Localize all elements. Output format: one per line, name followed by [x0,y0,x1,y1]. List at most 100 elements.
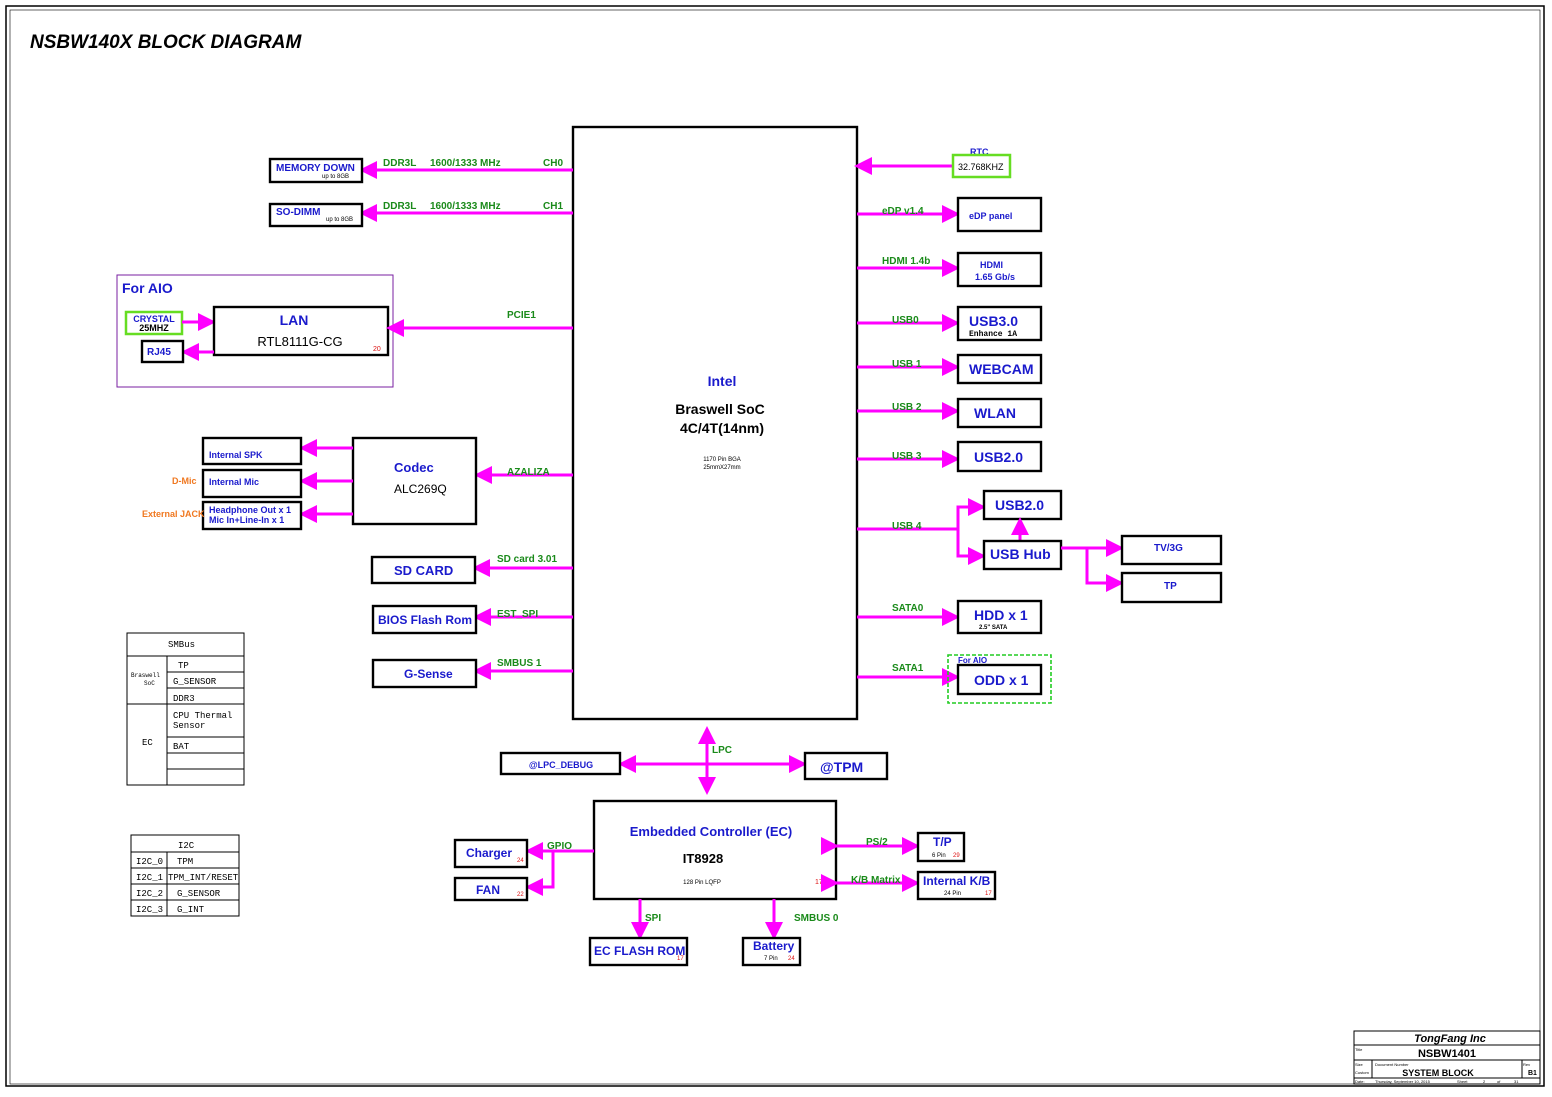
ch0-label: CH0 [543,158,563,169]
soc-package: 1170 Pin BGA [703,457,741,463]
kb-matrix-label: K/B Matrix [851,875,901,886]
hdmi-label: HDMI [980,260,1003,270]
usb30-label: USB3.0 [969,313,1018,329]
bios-rom-label: BIOS Flash Rom [378,613,472,627]
hdmi-box [956,251,1043,288]
tp-ec-box [916,831,966,863]
sodimm-sub: up to 8GB [326,217,353,223]
usb20b-label: USB2.0 [995,497,1044,513]
ec-flash-box [588,936,689,967]
dmic-note: D-Mic [172,476,197,486]
hdmi-bus-label: HDMI 1.4b [882,256,930,267]
headphone-label: Headphone Out x 1 [209,505,291,515]
date-label: Date: [1355,1079,1365,1084]
hdmi-rate: 1.65 Gb/s [975,272,1015,282]
smbus-owner-braswell: Braswell [131,672,160,679]
doc-title: NSBW1401 [1418,1048,1476,1060]
ec-chip: IT8928 [683,851,723,866]
tp-label: TP [1164,581,1177,592]
soc-cores: 4C/4T(14nm) [680,420,764,436]
rj45-box [140,339,185,364]
hdd-label: HDD x 1 [974,607,1028,623]
spi-ec-label: SPI [645,913,661,924]
internal-kb-box [916,870,997,901]
company-name: TongFang Inc [1414,1033,1486,1045]
tv3g-box [1120,534,1223,566]
smbus-row-sensor: Sensor [173,721,205,731]
hub-to-tp [1061,546,1124,592]
rj45-label: RJ45 [147,347,171,358]
gpio-label: GPIO [547,841,572,852]
pcie1-label: PCIE1 [507,310,536,321]
gsense-label: G-Sense [404,667,453,681]
usb0-label: USB0 [892,315,919,326]
smbus-table [126,632,245,786]
sata0-label: SATA0 [892,603,924,614]
battery-label: Battery [753,939,795,953]
ch1-bus-type: DDR3L [383,201,416,212]
gpio-to-fan [525,849,594,896]
soc-vendor: Intel [708,373,737,389]
odd-label: ODD x 1 [974,672,1029,688]
smbus0-label: SMBUS 0 [794,913,839,924]
tpm-label: @TPM [820,759,863,775]
ch0-bus-type: DDR3L [383,158,416,169]
i2c-row-0-dev: TPM [177,857,193,867]
lpc-debug-box [499,751,622,776]
sodimm-box [268,202,364,228]
soc-package-size: 25mmX27mm [703,465,740,471]
battery-box [741,936,802,967]
ec-flash-label: EC FLASH ROM [594,944,685,958]
wlan-box [956,397,1043,429]
gsense-box [371,658,478,689]
memory-down-sub: up to 8GB [322,174,349,180]
i2c-row-3-dev: G_INT [177,905,205,915]
webcam-label: WEBCAM [969,361,1034,377]
hdd-box [956,599,1043,635]
ps2-label: PS/2 [866,837,888,848]
odd-box [956,663,1043,696]
lan-crystal-freq: 25MHZ [139,323,169,333]
headphone-box [201,500,303,531]
sheet-inner-frame [9,9,1541,1085]
internal-spk-box [201,436,303,466]
usb4-label: USB 4 [892,521,922,532]
odd-aio-label: For AIO [958,656,987,665]
memory-down-box [268,157,364,184]
soc-name: Braswell SoC [675,401,764,417]
title-label: Title [1355,1047,1363,1052]
doc-number-label: Document Number [1375,1062,1409,1067]
battery-page: 24 [788,956,795,962]
odd-aio-frame [947,654,1052,704]
of-label: of [1497,1079,1501,1084]
edp-panel-label: eDP panel [969,211,1012,221]
lan-page: 20 [373,346,381,353]
lpc-label: LPC [712,745,732,756]
battery-sub: 7 Pin [764,956,778,962]
fan-label: FAN [476,883,500,897]
wlan-label: WLAN [974,405,1016,421]
tp-ec-page: 29 [953,853,960,859]
lan-box [212,305,390,357]
internal-mic-box [201,468,303,499]
soc-block [571,125,859,721]
lan-chip: RTL8111G-CG [257,334,342,349]
smbus1-label: SMBUS 1 [497,658,542,669]
rtc-crystal-box [951,153,1012,179]
ch1-label: CH1 [543,201,563,212]
usb30-sub: Enhance 1A [969,330,1017,339]
internal-kb-page: 17 [985,891,992,897]
ec-page: 17 [815,879,823,886]
smbus-owner-ec: EC [142,738,153,748]
tpm-box [803,751,889,781]
sheet-value: 2 [1483,1079,1486,1084]
ec-package: 128 Pin LQFP [683,880,721,886]
spi-bus-label: EST_SPI [497,609,538,620]
webcam-box [956,353,1043,385]
usb-hub-label: USB Hub [990,546,1051,562]
smbus-row-ddr3: DDR3 [173,694,195,704]
i2c-table [130,834,240,917]
sdcard-label: SD CARD [394,563,453,578]
usb4-to-hub [956,529,986,565]
